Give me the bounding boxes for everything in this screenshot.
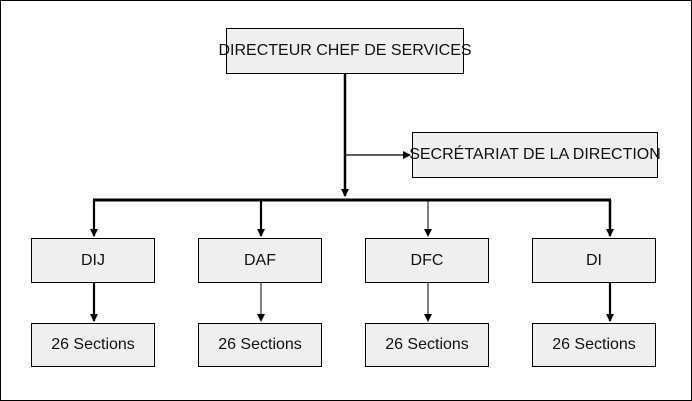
sections-label: 26 Sections bbox=[552, 336, 636, 353]
sections-node-di: 26 Sections bbox=[532, 323, 656, 367]
root-node-label: DIRECTEUR CHEF DE SERVICES bbox=[218, 42, 472, 59]
sections-label: 26 Sections bbox=[51, 336, 135, 353]
sections-label: 26 Sections bbox=[385, 336, 469, 353]
department-node-di: DI bbox=[532, 238, 656, 283]
secretariat-node-label: SECRÉTARIAT DE LA DIRECTION bbox=[409, 146, 661, 163]
root-node: DIRECTEUR CHEF DE SERVICES bbox=[218, 28, 472, 74]
department-label: DAF bbox=[244, 251, 276, 269]
secretariat-node: SECRÉTARIAT DE LA DIRECTION bbox=[409, 132, 661, 178]
department-node-daf: DAF bbox=[198, 238, 322, 283]
department-node-dij: DIJ bbox=[31, 238, 155, 283]
sections-node-daf: 26 Sections bbox=[198, 323, 322, 367]
sections-label: 26 Sections bbox=[218, 336, 302, 353]
sections-node-dfc: 26 Sections bbox=[365, 323, 489, 367]
department-node-dfc: DFC bbox=[365, 238, 489, 283]
department-label: DFC bbox=[410, 251, 444, 269]
department-label: DI bbox=[586, 251, 602, 269]
sections-node-dij: 26 Sections bbox=[31, 323, 155, 367]
department-label: DIJ bbox=[81, 251, 105, 269]
